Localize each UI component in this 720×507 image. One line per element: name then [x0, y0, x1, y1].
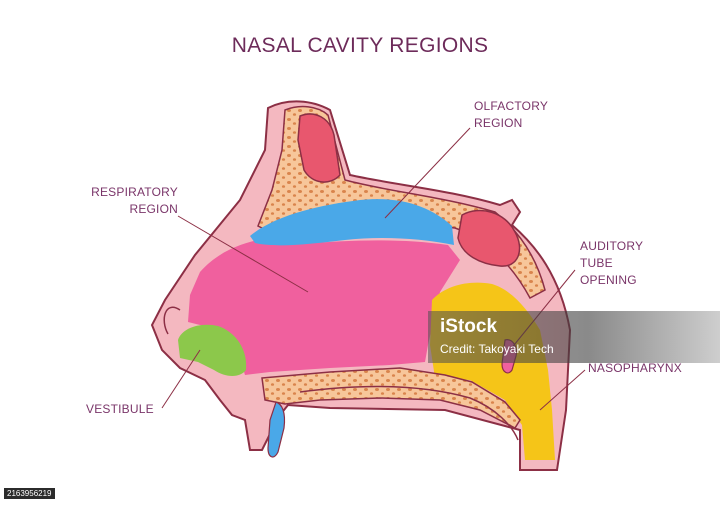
soft-palate-line	[299, 385, 519, 441]
pointer-nasopharynx	[539, 369, 586, 411]
stock-image-id: 2163956219	[4, 488, 55, 499]
vestibule-area	[178, 324, 247, 376]
nose-outline	[163, 306, 181, 335]
pointer-vestibule	[161, 349, 201, 409]
frontal-sinus	[297, 113, 341, 183]
watermark-banner	[428, 311, 720, 363]
pointer-olfactory	[384, 127, 471, 219]
watermark-credit: Credit: Takoyaki Tech	[440, 342, 554, 356]
hard-palate	[261, 367, 521, 429]
watermark-brand: iStock	[440, 316, 498, 337]
label-olfactory-region: OLFACTORY REGION	[474, 99, 549, 130]
label-vestibule: VESTIBULE	[86, 402, 154, 416]
label-nasopharynx: NASOPHARYNX	[588, 361, 683, 375]
olfactory-region-area	[250, 199, 454, 246]
diagram-title: NASAL CAVITY REGIONS	[231, 34, 489, 57]
pointer-respiratory	[177, 215, 309, 293]
label-respiratory-region: RESPIRATORY REGION	[91, 185, 178, 216]
respiratory-region-area	[188, 240, 460, 375]
sphenoid-sinus	[457, 209, 521, 267]
upper-tooth	[267, 401, 286, 458]
label-auditory-tube-opening: AUDITORY TUBE OPENING	[580, 239, 644, 287]
